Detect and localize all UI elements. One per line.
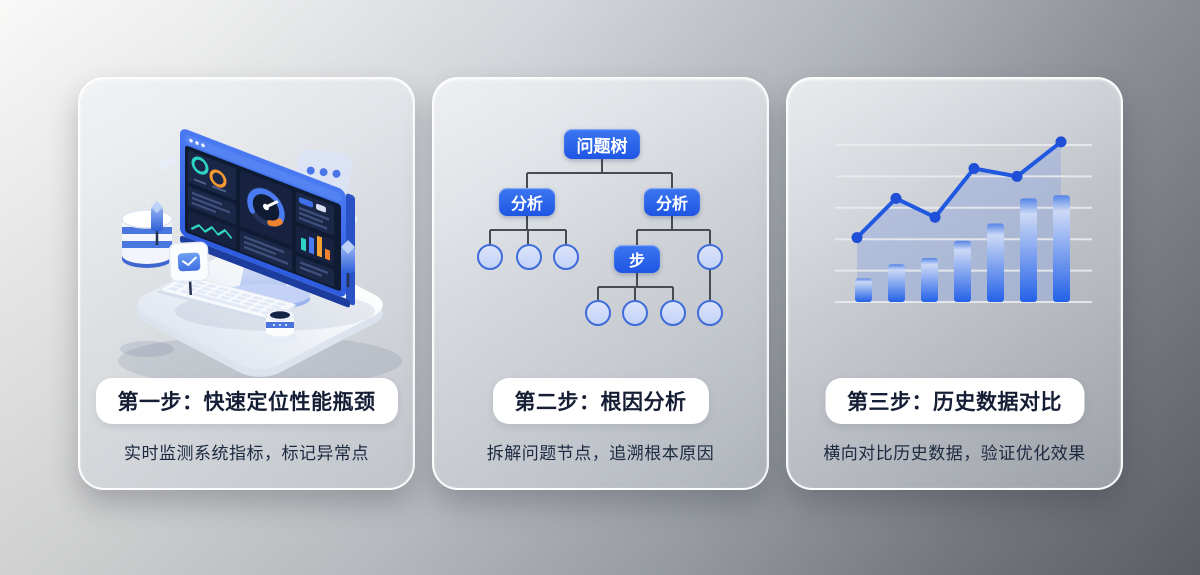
bar [954,240,971,302]
tree-branch-node-right: 分析 [644,188,700,216]
sign-card-icon [168,241,210,295]
step-1-title-pill: 第一步：快速定位性能瓶颈 [95,378,398,424]
data-point-marker [929,211,941,223]
left-pillar-marker-icon [151,201,163,245]
tree-step-node: 步 [614,245,660,273]
tree-leaf-circle [697,244,723,270]
trend-line [855,139,1063,240]
coffee-mug-icon [262,309,298,345]
problem-tree-diagram: 问题树 分析 分析 步 [434,79,771,389]
step-2-subtitle: 拆解问题节点，追溯根本原因 [486,444,715,463]
tree-connectors [489,159,711,300]
bar [987,223,1004,302]
bar [888,264,905,302]
tree-root-node: 问题树 [564,129,640,159]
step-1-subtitle: 实时监测系统指标，标记异常点 [124,444,369,463]
bar [1020,198,1037,302]
step-card-1: 第一步：快速定位性能瓶颈 实时监测系统指标，标记异常点 [78,77,415,490]
right-pillar-marker-icon [341,240,355,287]
keyboard-icon [156,275,296,322]
tree-leaf-circle [622,300,648,326]
dashboard-scene [118,129,402,387]
step-card-2: 问题树 分析 分析 步 第二步：根因分析 拆解问题节点，追溯根本原因 [432,77,769,490]
line-area-fill [857,141,1061,302]
deco-capsule [158,157,176,170]
data-point-marker [968,163,980,174]
tree-leaf-circle [553,244,579,270]
bar [921,258,938,302]
step-card-3: 第三步：历史数据对比 横向对比历史数据，验证优化效果 [786,77,1123,490]
step-2-title-pill: 第二步：根因分析 [492,378,709,424]
bar [855,278,872,302]
data-point-marker [890,192,902,204]
monitor-icon [180,129,355,308]
data-point-marker [1011,170,1023,182]
tree-leaf-circle [660,300,686,326]
database-icon [120,209,174,357]
monitoring-dashboard-illustration [80,89,417,389]
step-3-subtitle: 横向对比历史数据，验证优化效果 [823,444,1086,463]
step-1-title: 第一步：快速定位性能瓶颈 [117,391,376,414]
step-2-title: 第二步：根因分析 [514,391,687,414]
data-point-marker [851,232,863,244]
tree-leaf-circle [697,300,723,326]
bar [1053,195,1070,302]
data-point-marker [1055,136,1067,148]
tree-leaf-circle [477,244,503,270]
tree-branch-node-left: 分析 [499,188,555,216]
step-3-title: 第三步：历史数据对比 [847,391,1062,414]
step-3-title-pill: 第三步：历史数据对比 [825,378,1084,424]
tree-leaf-circle [516,244,542,270]
tree-leaf-circle [585,300,611,326]
history-combo-chart [835,136,1092,303]
